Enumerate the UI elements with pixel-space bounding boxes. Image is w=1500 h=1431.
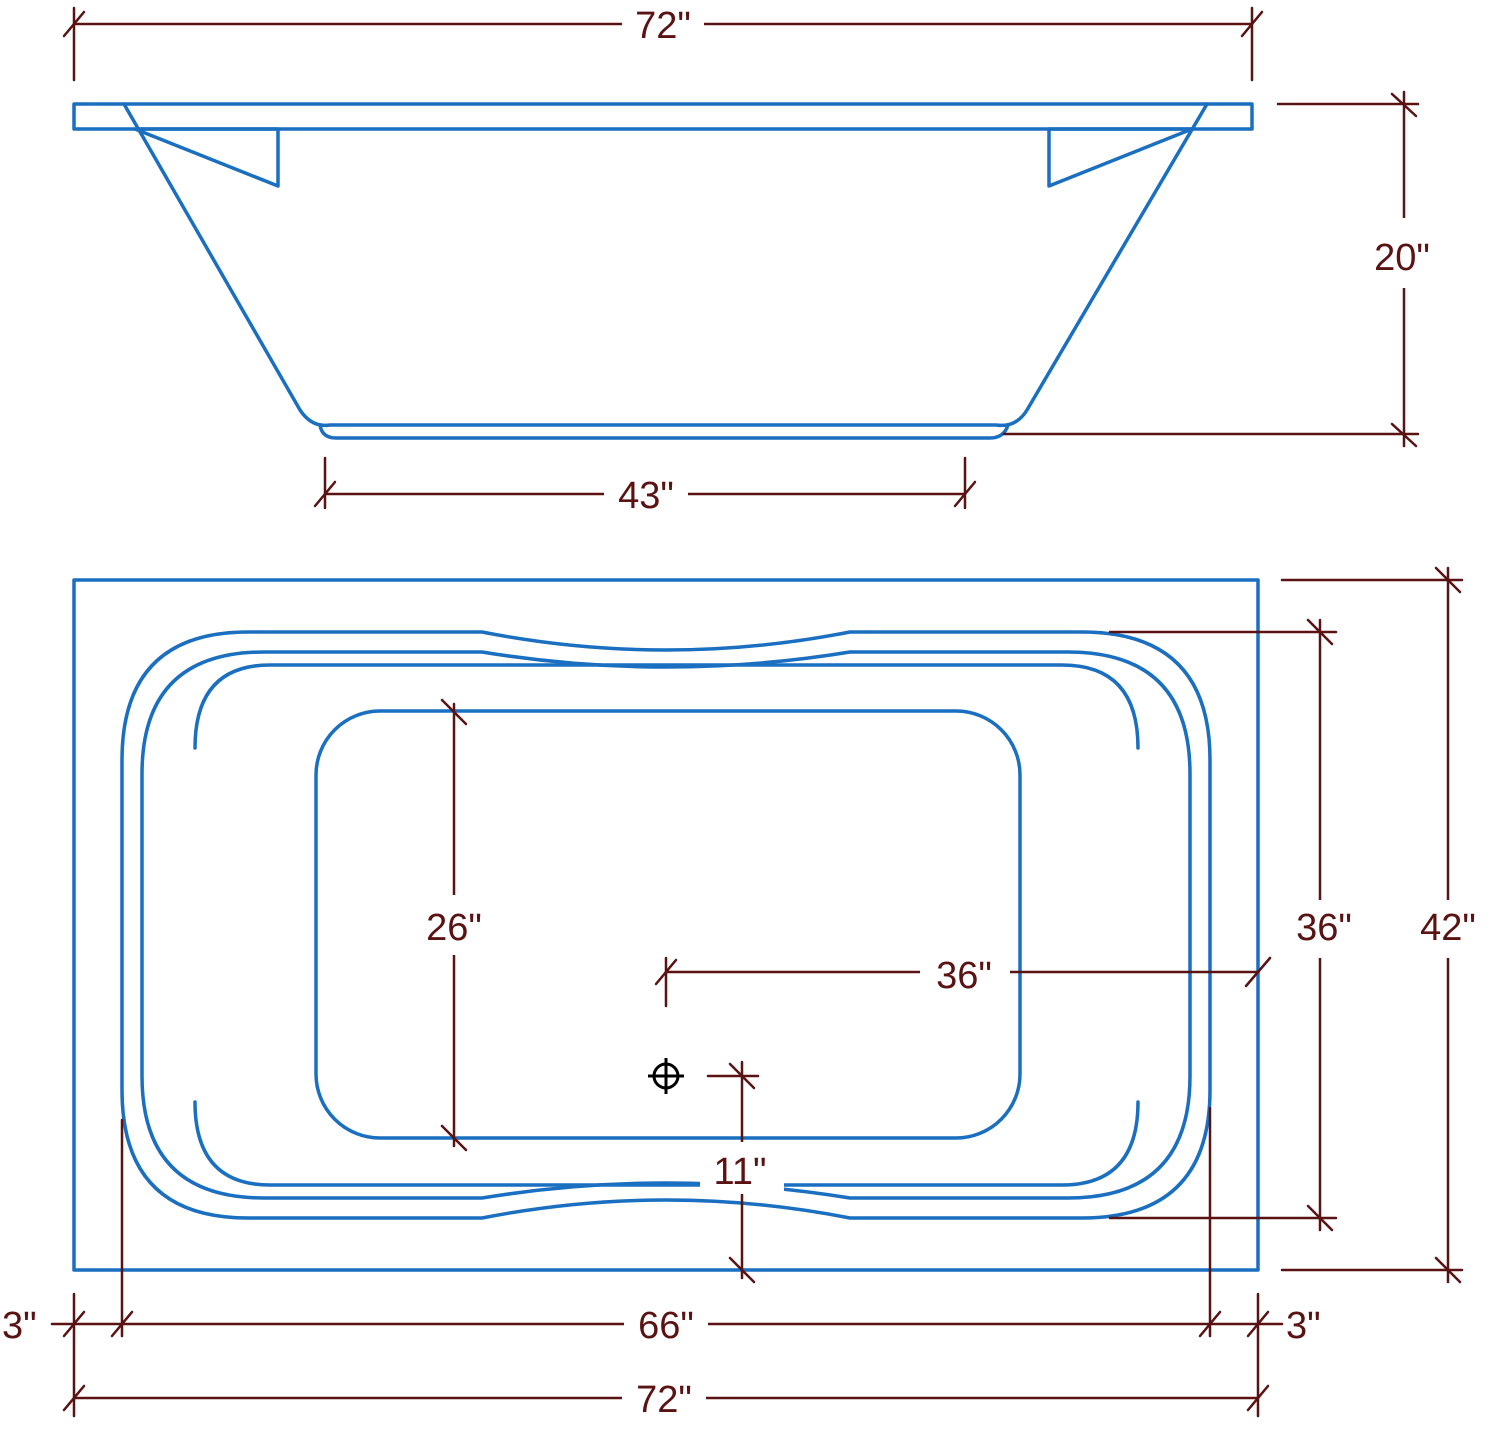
drain-to-end-label: 36" [936,955,992,997]
dimension-floor-width: 26" [410,698,500,1152]
side-overall-length-label: 72" [635,5,691,47]
rim-width-label: 36" [1296,907,1352,949]
dimension-overall-length-bottom: 72" [62,1376,1270,1421]
dimension-overall-length-top: 72" [62,2,1264,82]
dimension-height: 20" [1002,90,1446,448]
top-view-tub [72,578,1260,1272]
top-view-floor [314,709,1022,1140]
drain-offset-label: 11" [714,1151,767,1193]
dimension-overall-width: 42" [1280,566,1492,1284]
left-deck-label: 3" [2,1305,37,1347]
side-view-left-armrest [133,127,280,188]
side-view-right-armrest [1047,127,1194,188]
drain-crosshair-icon [648,1058,684,1094]
side-view-tub [72,102,1254,440]
overall-width-label: 42" [1420,907,1476,949]
dimension-rim-width: 36" [1108,618,1366,1232]
floor-width-label: 26" [426,907,482,949]
side-view: 72" 20" 43" [62,2,1446,517]
side-height-label: 20" [1374,237,1430,279]
top-view-deck [72,578,1260,1272]
top-view-lower-arms [193,1100,1140,1187]
side-view-basin [122,102,1209,428]
dimension-drain-to-end: 36" [654,952,1272,1008]
top-view-outer-rim [120,630,1212,1220]
overall-length-label: 72" [636,1379,692,1421]
right-deck-label: 3" [1286,1305,1321,1347]
dimension-deck-and-inner-length: 66" 3" 3" [2,1106,1321,1418]
top-view-upper-arms [193,663,1140,750]
dimension-drain-offset: 11" [700,1060,784,1284]
dimension-bottom-length: 43" [313,456,977,517]
side-bottom-length-label: 43" [618,475,674,517]
top-view-inner-rim [140,650,1192,1200]
inner-length-label: 66" [638,1305,694,1347]
side-view-deck [72,102,1254,131]
top-view: 26" 36" 11" 36" [2,566,1492,1421]
side-view-base [318,423,1010,440]
